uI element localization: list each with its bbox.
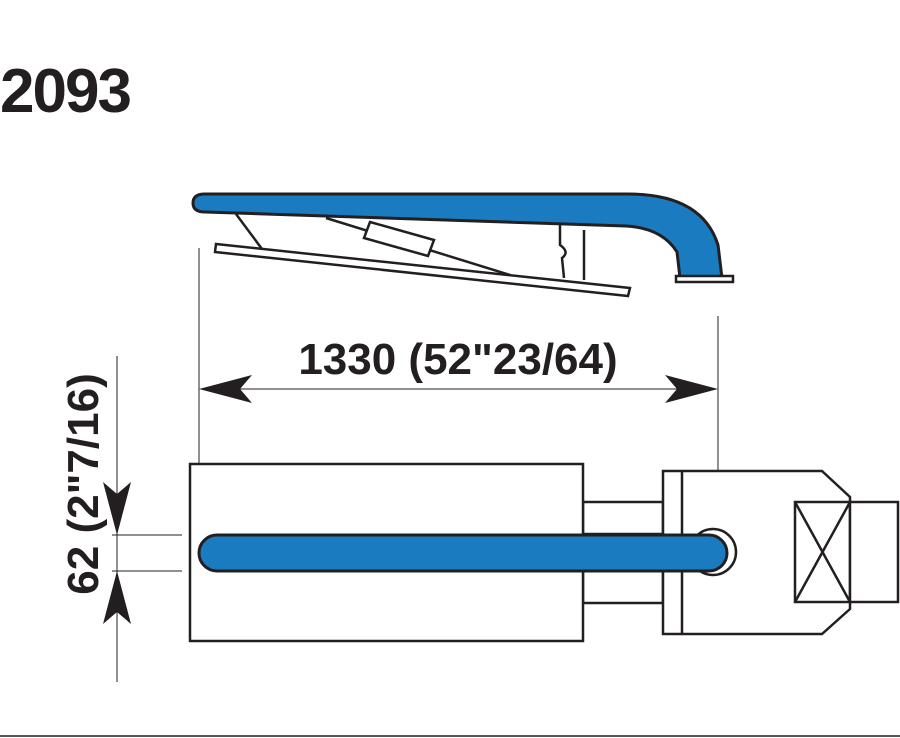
foot-plate (674, 274, 735, 284)
connector-bar (581, 569, 665, 605)
top-view (188, 462, 900, 643)
arrow-right (665, 375, 718, 403)
side-view (191, 192, 735, 298)
arrow-down (103, 482, 131, 535)
handle-side (191, 192, 724, 280)
pivot-bracket (558, 224, 567, 279)
arrow-left (199, 375, 252, 403)
gas-strut (362, 220, 436, 258)
connector-bar (581, 500, 665, 536)
support-link (234, 213, 264, 250)
mount-plate (848, 500, 900, 604)
width-dimension (103, 356, 182, 682)
length-dimension (198, 248, 719, 545)
lower-bar (213, 242, 632, 298)
width-label: 62 (2"7/16) (59, 373, 108, 594)
handle-top (197, 533, 729, 573)
model-number: 2093 (0, 57, 130, 126)
mount-cross (793, 501, 852, 603)
length-label: 1330 (52"23/64) (298, 335, 617, 384)
arrow-up (103, 571, 131, 624)
